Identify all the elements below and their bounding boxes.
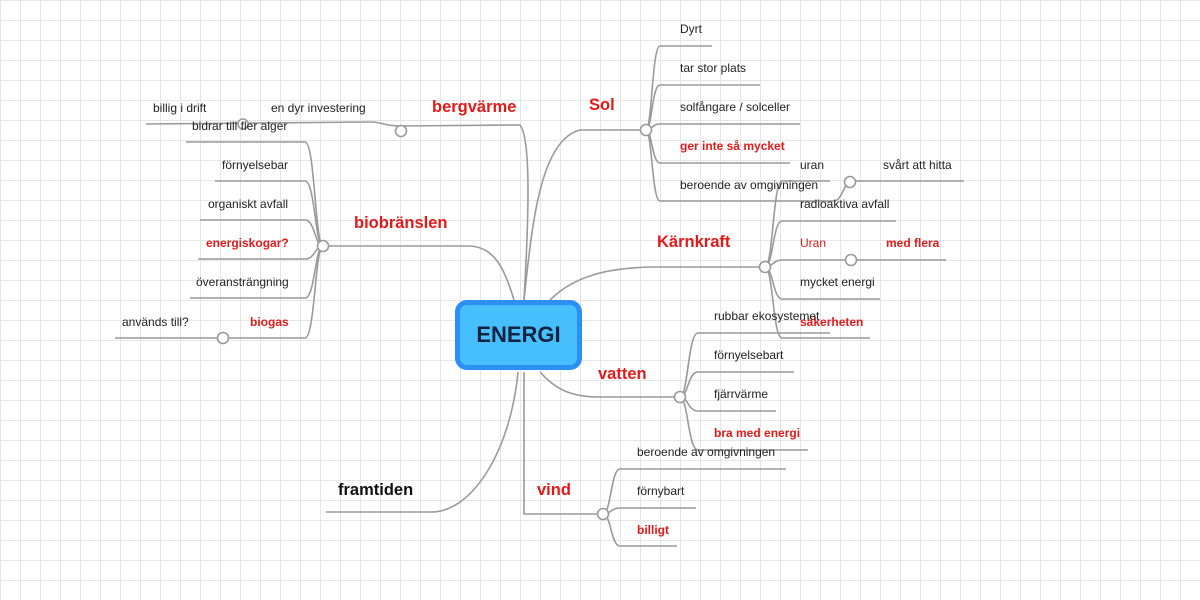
leaf-karn-sub[interactable]: med flera <box>886 236 940 250</box>
leaf-bio-5[interactable]: överansträngning <box>196 275 289 289</box>
leaf-karn-2[interactable]: radioaktiva avfall <box>800 197 890 211</box>
leaf-bio-6[interactable]: biogas <box>250 315 289 329</box>
leaf-karn-3[interactable]: Uran <box>800 236 827 250</box>
central-topic[interactable]: ENERGI <box>455 300 582 370</box>
leaf-sol-4[interactable]: ger inte så mycket <box>680 139 785 153</box>
topic-bergvarme[interactable]: bergvärme <box>432 98 517 116</box>
topic-biobransle[interactable]: biobränslen <box>354 214 448 232</box>
leaf-vatten-1[interactable]: rubbar ekosystemet <box>714 309 820 323</box>
line-karnkraft <box>549 266 765 301</box>
leaf-vind-3[interactable]: billigt <box>637 523 669 537</box>
leaf-bio-1[interactable]: bidrar till fler alger <box>192 119 288 133</box>
topic-karnkraft[interactable]: Kärnkraft <box>657 233 731 251</box>
line-vind <box>523 372 603 515</box>
leaf-karn-1[interactable]: uran <box>800 158 825 172</box>
leaf-bergvarme-2[interactable]: billig i drift <box>153 101 207 115</box>
leaf-karn-4[interactable]: mycket energi <box>800 275 875 289</box>
leaf-vind-1[interactable]: beroende av omgivningen <box>637 445 776 459</box>
leaf-bergvarme-1[interactable]: en dyr investering <box>271 101 366 115</box>
leaf-vind-2[interactable]: förnybart <box>637 484 685 498</box>
topic-framtiden[interactable]: framtiden <box>338 481 414 499</box>
leaf-sol-5[interactable]: beroende av omgivningen <box>680 178 819 192</box>
line-framtiden <box>326 371 519 513</box>
leaf-sol-sub[interactable]: svårt att hitta <box>883 158 952 172</box>
line-vatten <box>539 371 680 398</box>
leaf-sol-1[interactable]: Dyrt <box>680 22 702 36</box>
leaf-sol-3[interactable]: solfångare / solceller <box>680 100 791 114</box>
line-sol <box>523 129 648 301</box>
topic-vind[interactable]: vind <box>537 481 571 499</box>
leaf-vatten-3[interactable]: fjärrvärme <box>714 387 769 401</box>
leaf-bio-4[interactable]: energiskogar? <box>206 236 289 250</box>
leaf-vatten-4[interactable]: bra med energi <box>714 426 801 440</box>
line-biobransle <box>323 245 515 301</box>
leaf-bio-sub[interactable]: används till? <box>122 315 189 329</box>
leaf-vatten-2[interactable]: förnyelsebart <box>714 348 784 362</box>
topic-vatten[interactable]: vatten <box>598 365 647 383</box>
leaf-bio-2[interactable]: förnyelsebar <box>222 158 289 172</box>
leaf-sol-2[interactable]: tar stor plats <box>680 61 747 75</box>
leaf-karn-5[interactable]: säkerheten <box>800 315 864 329</box>
topic-sol[interactable]: Sol <box>589 96 615 114</box>
leaf-bio-3[interactable]: organiskt avfall <box>208 197 289 211</box>
line-bergvarme <box>399 124 529 301</box>
